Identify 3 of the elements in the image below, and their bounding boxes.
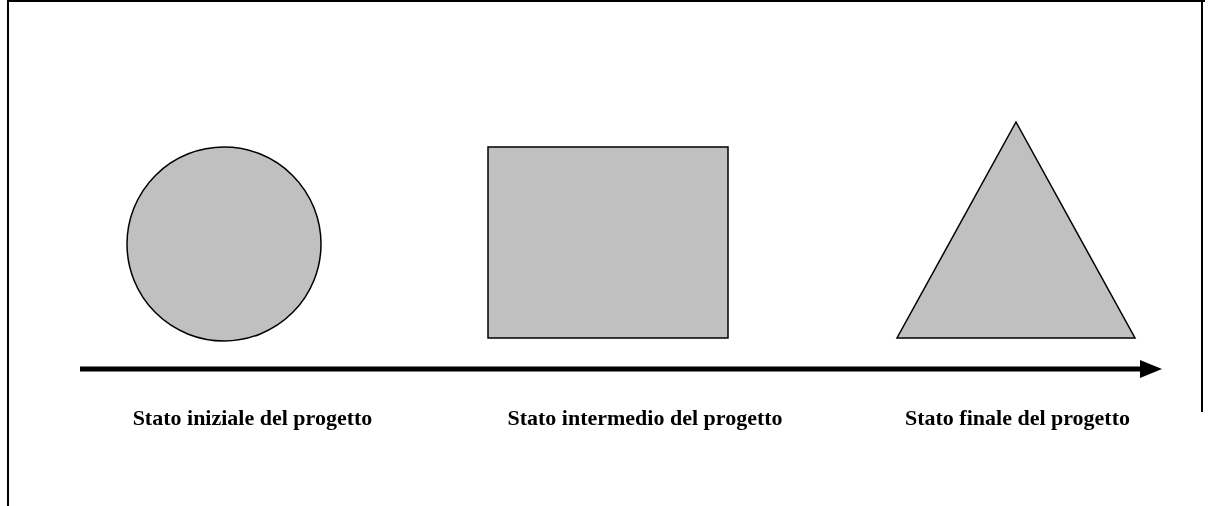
node-caption: Stato iniziale del progetto xyxy=(131,405,374,431)
node-caption: Stato finale del progetto xyxy=(903,405,1132,431)
node-caption: Stato intermedio del progetto xyxy=(506,405,784,431)
